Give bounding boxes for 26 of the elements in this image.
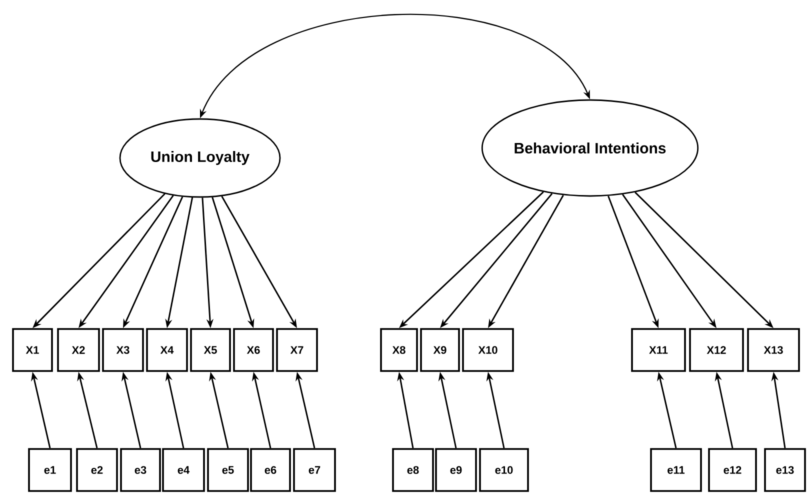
error-box: e10 (479, 448, 529, 492)
error-box: e11 (650, 448, 702, 492)
indicator-box: X11 (631, 328, 686, 372)
indicator-box: X9 (420, 328, 460, 372)
error-box: e3 (120, 448, 161, 492)
error-box: e12 (708, 448, 757, 492)
indicator-box: X2 (57, 328, 100, 372)
indicator-box: X13 (747, 328, 800, 372)
error-box: e9 (435, 448, 477, 492)
indicator-box: X5 (190, 328, 231, 372)
error-box: e5 (207, 448, 249, 492)
error-box: e8 (392, 448, 434, 492)
indicator-box: X6 (233, 328, 274, 372)
error-box: e13 (764, 448, 806, 492)
indicator-box: X10 (462, 328, 514, 372)
error-box: e2 (76, 448, 118, 492)
indicator-box: X12 (689, 328, 744, 372)
indicator-box: X7 (276, 328, 318, 372)
indicator-box: X1 (12, 328, 53, 372)
error-box: e7 (293, 448, 336, 492)
error-box: e6 (250, 448, 291, 492)
indicator-box: X3 (102, 328, 144, 372)
error-box: e1 (28, 448, 72, 492)
indicator-box: X8 (380, 328, 418, 372)
error-box: e4 (162, 448, 205, 492)
indicator-box: X4 (146, 328, 188, 372)
